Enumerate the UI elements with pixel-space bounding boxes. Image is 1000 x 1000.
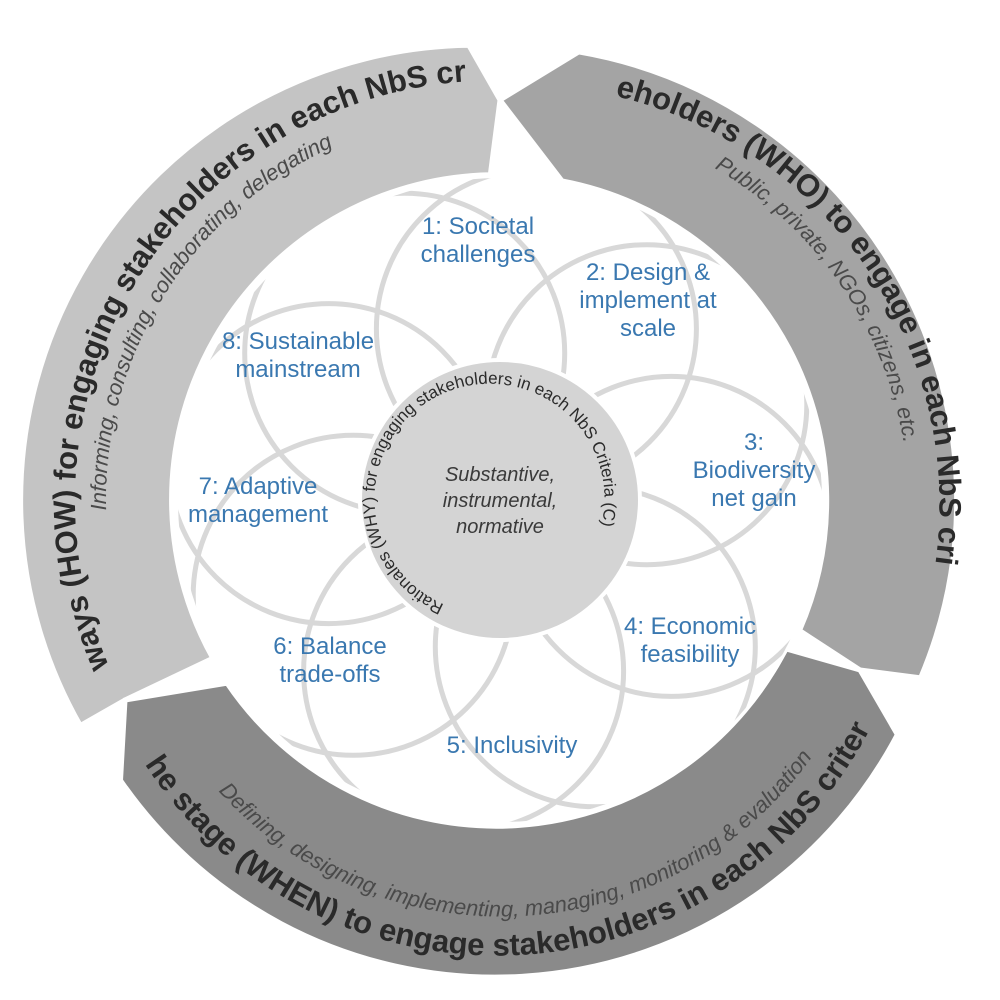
criterion-label-line: feasibility <box>641 641 740 668</box>
criterion-label-line: 3: <box>744 429 764 456</box>
rationale-circle <box>358 358 642 642</box>
criterion-label-line: 4: Economic <box>624 613 756 640</box>
criterion-label-line: Biodiversity <box>693 457 816 484</box>
how-segment <box>18 42 503 728</box>
criterion-label: 5: Inclusivity <box>447 732 578 759</box>
criterion-label-line: management <box>188 501 328 528</box>
rationale-line: Substantive, <box>445 464 555 486</box>
criterion-label-line: 1: Societal <box>422 213 534 240</box>
criterion-label-line: mainstream <box>235 356 360 383</box>
rationale-line: instrumental, <box>443 490 558 512</box>
criterion-label-line: 8: Sustainable <box>222 328 374 355</box>
criterion-label-line: 6: Balance <box>273 633 386 660</box>
criterion-label-line: implement at <box>579 287 717 314</box>
criterion-label-line: trade-offs <box>280 661 381 688</box>
criterion-label-line: scale <box>620 315 676 342</box>
criterion-label-line: 7: Adaptive <box>199 473 318 500</box>
criterion-label-line: 5: Inclusivity <box>447 732 578 759</box>
criterion-label-line: challenges <box>421 241 536 268</box>
criterion-label-line: net gain <box>711 485 796 512</box>
who-segment <box>497 49 960 681</box>
rationale-center-text: Substantive, instrumental, normative <box>443 464 558 538</box>
criterion-label-line: 2: Design & <box>586 259 710 286</box>
rationale-line: normative <box>456 516 544 538</box>
